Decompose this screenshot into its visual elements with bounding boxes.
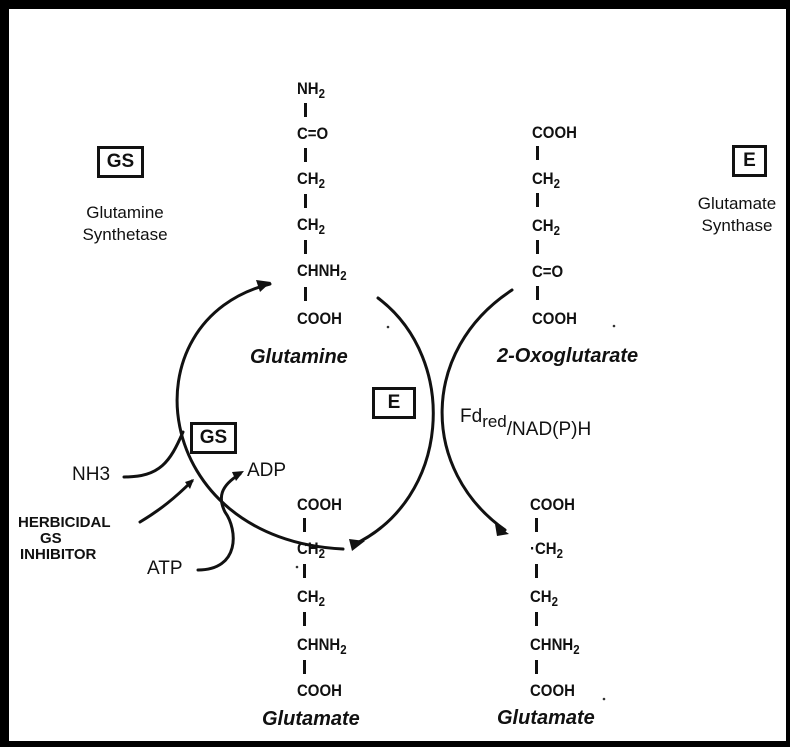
oxoglutarate-cooh-top: COOH (532, 123, 577, 142)
glutamine-ch2-a: CH2 (297, 169, 325, 192)
nh3-arrow (122, 430, 185, 479)
inhibitor-arrowhead (185, 479, 194, 489)
glutamate-right-ch2-b: CH2 (530, 587, 558, 610)
glutamine-nh2: NH2 (297, 79, 325, 102)
glutamine-ch2-b: CH2 (297, 215, 325, 238)
inhibitor-arrow (138, 479, 194, 524)
glutamate-right-ch2-a: ·CH2 (530, 539, 563, 562)
right-glutamate-arrowhead (495, 524, 509, 536)
nh3-label: NH3 (72, 464, 111, 485)
oxoglutarate-cooh-bottom: COOH (532, 309, 577, 328)
atp-label: ATP (147, 558, 183, 579)
adp-arrowhead (232, 471, 244, 481)
glutamate-right-name: Glutamate (497, 707, 595, 729)
gs-cycle-arc (175, 282, 345, 551)
e-cycle-arc (351, 296, 435, 547)
e-legend-box: E (732, 145, 767, 177)
oxoglutarate-ch2-b: CH2 (532, 216, 560, 239)
glutamate-left-ch2-a: CH2 (297, 539, 325, 562)
glutamate-left-ch2-b: CH2 (297, 587, 325, 610)
glutamine-arrowhead (256, 280, 271, 292)
glutamate-right-chnh2: CHNH2 (530, 635, 580, 658)
adp-label: ADP (247, 460, 287, 481)
cycle-gs-box: GS (190, 422, 237, 454)
atp-adp-arrow (196, 472, 242, 572)
glutamate-left-cooh-bottom: COOH (297, 681, 342, 700)
glutamine-name: Glutamine (250, 346, 348, 368)
glutamine-cooh: COOH (297, 309, 342, 328)
glutamate-right-cooh-top: COOH (530, 495, 575, 514)
center-e-box: E (372, 387, 416, 419)
glutamine-chnh2: CHNH2 (297, 261, 347, 284)
gs-legend-box: GS (97, 146, 144, 178)
cofactor-label: Fdred/NAD(P)H (460, 406, 592, 440)
oxoglutarate-ch2-a: CH2 (532, 169, 560, 192)
glutamate-left-cooh-top: COOH (297, 495, 342, 514)
glutamate-right-cooh-bottom: COOH (530, 681, 575, 700)
glutamate-left-name: Glutamate (262, 708, 360, 730)
glutamine-carbonyl: C=O (297, 124, 329, 143)
oxoglutarate-name: 2-Oxoglutarate (497, 345, 639, 367)
inhibitor-label: HERBICIDAL GS INHIBITOR (18, 514, 111, 563)
glutamate-arrowhead (349, 539, 365, 551)
glutamate-left-chnh2: CHNH2 (297, 635, 347, 658)
oxoglutarate-arc (440, 288, 514, 532)
oxoglutarate-carbonyl: C=O (532, 262, 564, 281)
